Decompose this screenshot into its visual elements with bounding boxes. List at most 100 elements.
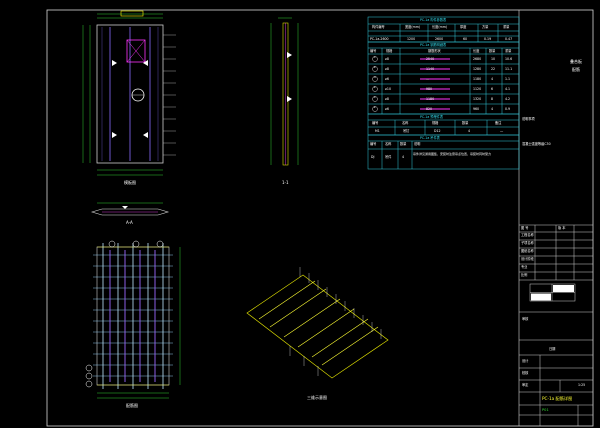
t3-r2: D12 bbox=[434, 128, 441, 133]
t2-row-no: ③ bbox=[373, 76, 376, 79]
t1-h2: 长度(mm) bbox=[432, 25, 448, 29]
t2-cell: 1.1 bbox=[505, 76, 511, 81]
t3-r0: M1 bbox=[375, 128, 380, 133]
table1-title: PC-1a 构件参数表 bbox=[420, 18, 447, 22]
section-view[interactable]: A-A bbox=[90, 202, 170, 225]
t2-cell: ⌀10 bbox=[385, 86, 391, 91]
t1-r1: 1200 bbox=[407, 36, 416, 41]
tb-row-0: 工程名称 bbox=[521, 233, 534, 237]
title-block-logo-fill-2 bbox=[531, 293, 551, 301]
table3-title: PC-1a 预埋件表 bbox=[420, 114, 444, 119]
t1-r5: 0.47 bbox=[505, 36, 513, 41]
rebar-view[interactable]: 配筋图 bbox=[85, 240, 181, 408]
t2-cell: 8 bbox=[491, 96, 494, 101]
cover-label-1: 叠合板 bbox=[570, 59, 582, 64]
t2-cell: 1180 bbox=[473, 76, 482, 81]
t1-r3: 60 bbox=[463, 36, 468, 41]
tb-row-2: 图纸名称 bbox=[521, 249, 534, 253]
t1-r4: 0.19 bbox=[484, 36, 492, 41]
date-label: 日期 bbox=[549, 347, 556, 351]
t2-h2: 钢筋形状 bbox=[428, 49, 441, 53]
t2-cell: 1140 bbox=[426, 66, 435, 71]
t1-h0: 构件编号 bbox=[372, 25, 385, 29]
t3-r1: 吊钉 bbox=[403, 128, 410, 133]
t1-h4: 方量 bbox=[482, 25, 489, 29]
t2-cell: 980 bbox=[426, 86, 433, 91]
approve-label: 审定 bbox=[522, 383, 529, 387]
t2-cell: 1180 bbox=[426, 96, 435, 101]
t2-h1: 规格 bbox=[386, 49, 393, 53]
tb-cell-0: 图 号 bbox=[521, 226, 529, 230]
t2-cell: 6 bbox=[491, 86, 494, 91]
t2-cell: 4 bbox=[491, 76, 494, 81]
t3-h1: 名称 bbox=[402, 121, 409, 125]
tb-row-3: 设计阶段 bbox=[521, 257, 534, 261]
rebar-view-label: 配筋图 bbox=[126, 402, 138, 408]
t1-r0: PC-1a-2600 bbox=[370, 36, 389, 41]
scale-value: 1:25 bbox=[578, 383, 586, 387]
section-view-label: A-A bbox=[126, 220, 133, 225]
tb-row-1: 子项名称 bbox=[521, 241, 534, 245]
t2-cell: — bbox=[426, 76, 430, 81]
t1-h3: 厚度 bbox=[460, 25, 467, 29]
tb-row-4: 专业 bbox=[521, 265, 528, 269]
t3-h2: 规格 bbox=[432, 121, 439, 125]
table2-title: PC-1a 钢筋明细表 bbox=[420, 43, 447, 47]
iso-view[interactable]: 三维示意图 bbox=[246, 267, 389, 400]
t2-cell: ⌀6 bbox=[385, 106, 389, 111]
drawing-title[interactable]: PC-1a 配筋详图 bbox=[542, 396, 573, 401]
t3-r4: — bbox=[500, 128, 504, 133]
t1-h1: 宽度(mm) bbox=[405, 25, 421, 29]
parameter-tables[interactable] bbox=[367, 16, 520, 170]
t4-r0: DJ bbox=[371, 155, 375, 159]
tb-cell-1: 版 本 bbox=[558, 226, 566, 230]
plan-view[interactable]: 模板图 bbox=[82, 10, 176, 185]
t2-cell: ⌀8 bbox=[385, 96, 389, 101]
t3-h0: 编号 bbox=[372, 121, 379, 125]
t2-row-no: ⑥ bbox=[373, 106, 376, 109]
t4-h1: 名称 bbox=[385, 142, 392, 146]
t2-cell: 4.2 bbox=[505, 96, 511, 101]
t2-cell: 960 bbox=[473, 106, 480, 111]
t3-h3: 数量 bbox=[462, 121, 469, 125]
title-block[interactable] bbox=[519, 224, 593, 426]
t2-cell: ⌀6 bbox=[385, 76, 389, 81]
t2-cell: 11.1 bbox=[505, 66, 513, 71]
t4-h3: 说明 bbox=[414, 142, 421, 146]
tb-row-5: 比例 bbox=[521, 273, 528, 277]
t4-r3: 吊件详见通用图集，安装时注意吊点位置，吊装时同时受力 bbox=[413, 152, 492, 156]
t2-row-no: ④ bbox=[373, 86, 376, 89]
title-block-logo-fill bbox=[553, 285, 574, 292]
side-view[interactable]: 1-1 bbox=[270, 17, 299, 185]
t1-h5: 重量 bbox=[503, 25, 510, 29]
t2-h3: 长度 bbox=[473, 49, 480, 53]
t4-h0: 编号 bbox=[370, 142, 377, 146]
plan-view-label: 模板图 bbox=[124, 179, 136, 185]
t2-cell: 10.6 bbox=[505, 56, 513, 61]
table4-title: PC-1a 吊件表 bbox=[420, 135, 440, 140]
t3-r3: 4 bbox=[468, 128, 471, 133]
t2-cell: 4 bbox=[491, 106, 494, 111]
t4-h2: 数量 bbox=[400, 142, 407, 146]
t2-row-no: ⑤ bbox=[373, 96, 376, 99]
t2-cell: ⌀8 bbox=[385, 56, 389, 61]
t2-cell: 2540 bbox=[426, 56, 435, 61]
t2-cell: 4.1 bbox=[505, 86, 511, 91]
t2-cell: 1320 bbox=[473, 96, 482, 101]
t2-cell: ⌀8 bbox=[385, 66, 389, 71]
t2-h4: 数量 bbox=[489, 49, 496, 53]
t2-cell: 820 bbox=[426, 106, 433, 111]
t4-r1: 吊件 bbox=[385, 155, 392, 159]
signature-label: 审核 bbox=[522, 317, 529, 321]
t2-row-no: ① bbox=[373, 56, 376, 59]
t3-h4: 备注 bbox=[495, 121, 502, 125]
notes-line: 混凝土强度等级C30 bbox=[522, 142, 551, 146]
t2-cell: 10 bbox=[491, 56, 496, 61]
design-label: 设计 bbox=[522, 359, 529, 363]
iso-view-label: 三维示意图 bbox=[307, 394, 327, 400]
side-view-label: 1-1 bbox=[282, 180, 289, 185]
t1-r2: 2600 bbox=[435, 36, 444, 41]
cover-label-2: 配筋 bbox=[572, 67, 580, 72]
